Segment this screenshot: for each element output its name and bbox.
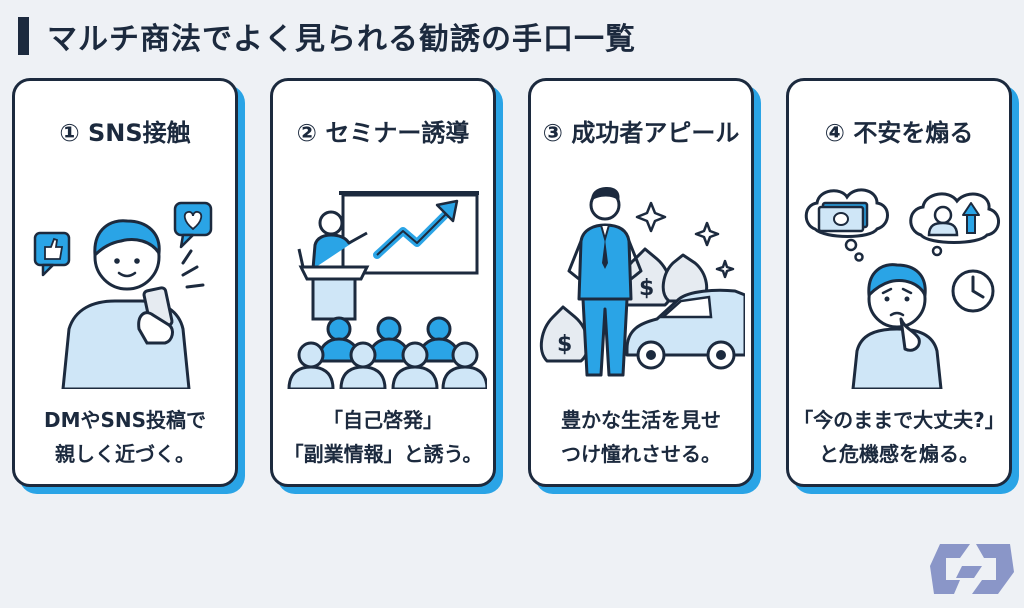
card-heading: ③ 成功者アピール (542, 119, 740, 147)
person-smartphone-icon (33, 201, 213, 389)
title-accent-bar (18, 17, 29, 55)
card-description: 豊かな生活を見せ つけ憧れさせる。 (531, 403, 751, 471)
card-description-line: 「今のままで大丈夫?」 (793, 408, 1005, 432)
card-heading: ② セミナー誘導 (296, 119, 470, 147)
card-description-line: 「副業情報」と誘う。 (283, 442, 483, 466)
card-description-line: つけ憧れさせる。 (561, 442, 721, 466)
page-title-block: マルチ商法でよく見られる勧誘の手口一覧 (18, 14, 636, 58)
card-description-line: DMやSNS投稿で (43, 408, 207, 432)
card-description: 「自己啓発」 「副業情報」と誘う。 (273, 403, 493, 471)
tactic-card-seminar: ② セミナー誘導 (270, 78, 496, 487)
tactic-card-anxiety: ④ 不安を煽る (786, 78, 1012, 487)
worried-person-icon (804, 188, 1000, 389)
svg-text:$: $ (557, 332, 572, 357)
card-description: 「今のままで大丈夫?」 と危機感を煽る。 (789, 403, 1009, 471)
svg-text:$: $ (639, 276, 654, 301)
wealthy-businessman-icon: $ $ (539, 187, 745, 377)
card-description: DMやSNS投稿で 親しく近づく。 (15, 403, 235, 471)
card-heading: ④ 不安を煽る (824, 119, 974, 147)
tactic-card-success: ③ 成功者アピール $ $ (528, 78, 754, 487)
card-description-line: と危機感を煽る。 (819, 442, 979, 466)
card-heading: ① SNS接触 (59, 119, 191, 147)
page-title: マルチ商法でよく見られる勧誘の手口一覧 (47, 22, 636, 57)
tactic-card-sns: ① SNS接触 DMやSNS投稿で 親しく近づく。 (12, 78, 238, 487)
site-logo-icon (930, 544, 1014, 594)
card-description-line: 豊かな生活を見せ (561, 408, 721, 432)
card-description-line: 親しく近づく。 (55, 442, 195, 466)
card-description-line: 「自己啓発」 (323, 408, 443, 432)
seminar-presentation-icon (287, 191, 487, 389)
